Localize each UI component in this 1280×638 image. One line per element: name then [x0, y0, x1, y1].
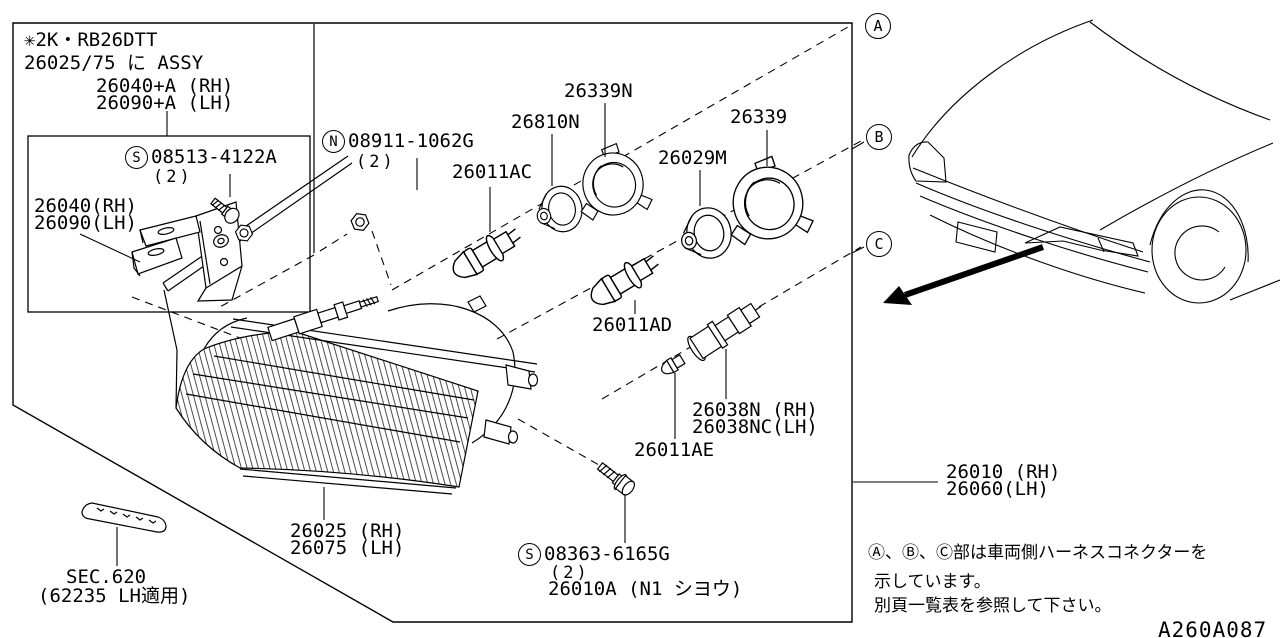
assembly-axis-dashed-lines	[131, 26, 862, 466]
part-label-26040A[interactable]: 26040+A (RH)	[96, 75, 234, 97]
part-label-26010a[interactable]: 26010A (N1 シヨウ)	[548, 578, 743, 600]
part-label-26090[interactable]: 26090(LH)	[34, 212, 137, 234]
headlamp-drawing	[162, 155, 539, 495]
connector-marker-b: B	[866, 124, 892, 150]
diagram-border	[12, 22, 853, 623]
ring-26339n-drawing	[568, 138, 655, 224]
nut-08911-qty: (2)	[356, 152, 396, 172]
harness-note-line2: 示しています。	[874, 572, 991, 592]
socket-26038n-drawing	[687, 302, 762, 362]
figure-code: A260A087	[1158, 618, 1268, 638]
bracket-drawing	[131, 197, 255, 302]
screw-08513-qty: (2)	[153, 167, 193, 187]
harness-note-line3: 別頁一覧表を参照して下さい。	[874, 596, 1112, 616]
part-label-26038n[interactable]: 26038N (RH)	[692, 399, 818, 421]
header-model-note: ✳2K・RB26DTT	[24, 29, 158, 51]
part-label-26011ac[interactable]: 26011AC	[452, 161, 533, 183]
aiming-rod	[267, 295, 379, 342]
screw-symbol-icon: S	[518, 543, 541, 566]
part-label-26075[interactable]: 26075 (LH)	[290, 537, 405, 559]
connector-marker-a: A	[865, 13, 891, 39]
harness-note-line1: Ⓐ、Ⓑ、Ⓒ部は車両側ハーネスコネクターを	[868, 543, 1208, 563]
connector-marker-c: C	[866, 231, 892, 257]
part-label-26011ad[interactable]: 26011AD	[592, 314, 673, 336]
part-label-26025[interactable]: 26025 (RH)	[290, 520, 405, 542]
nut-08911-number: 08911-1062G	[348, 130, 474, 152]
screw-08363-label[interactable]: S 08363-6165G	[518, 543, 670, 566]
screw-08363-qty: (2)	[550, 563, 590, 583]
leader-lines	[79, 103, 938, 566]
sec620-strip-drawing	[81, 502, 167, 533]
bulb-26011ad-drawing	[584, 247, 665, 313]
part-label-26339n[interactable]: 26339N	[564, 80, 633, 102]
header-assy-note: 26025/75 に ASSY	[24, 52, 204, 74]
screw-08363-number: 08363-6165G	[544, 543, 670, 565]
screw-symbol-icon: S	[125, 146, 148, 169]
cap-26029m-drawing	[676, 203, 736, 264]
bulb-26011ac-drawing	[446, 220, 527, 286]
part-label-26011ae[interactable]: 26011AE	[634, 439, 715, 461]
part-label-26038nc[interactable]: 26038NC(LH)	[692, 416, 818, 438]
ring-26339-drawing	[716, 150, 816, 249]
part-label-26060[interactable]: 26060(LH)	[946, 478, 1049, 500]
sec620-usage-label: (62235 LH適用)	[38, 585, 191, 607]
part-label-26339[interactable]: 26339	[730, 106, 788, 128]
car-sketch	[908, 19, 1280, 304]
bolt-08363-drawing	[596, 462, 636, 496]
screw-08513-label[interactable]: S 08513-4122A	[125, 146, 277, 169]
nut-08911-label[interactable]: N 08911-1062G	[322, 130, 474, 153]
nut-symbol-icon: N	[322, 130, 345, 153]
bulb-26011ae-drawing	[661, 354, 686, 375]
screw-08513-number: 08513-4122A	[151, 146, 277, 168]
part-label-26029m[interactable]: 26029M	[658, 147, 727, 169]
nut-drawing	[349, 212, 371, 232]
part-label-26010[interactable]: 26010 (RH)	[946, 461, 1061, 483]
cap-26810n-drawing	[532, 182, 587, 237]
sec620-label[interactable]: SEC.620	[66, 566, 147, 588]
location-arrow	[883, 244, 1044, 305]
part-label-26040[interactable]: 26040(RH)	[34, 195, 137, 217]
part-label-26090A[interactable]: 26090+A (LH)	[96, 92, 234, 114]
part-label-26810n[interactable]: 26810N	[511, 111, 580, 133]
